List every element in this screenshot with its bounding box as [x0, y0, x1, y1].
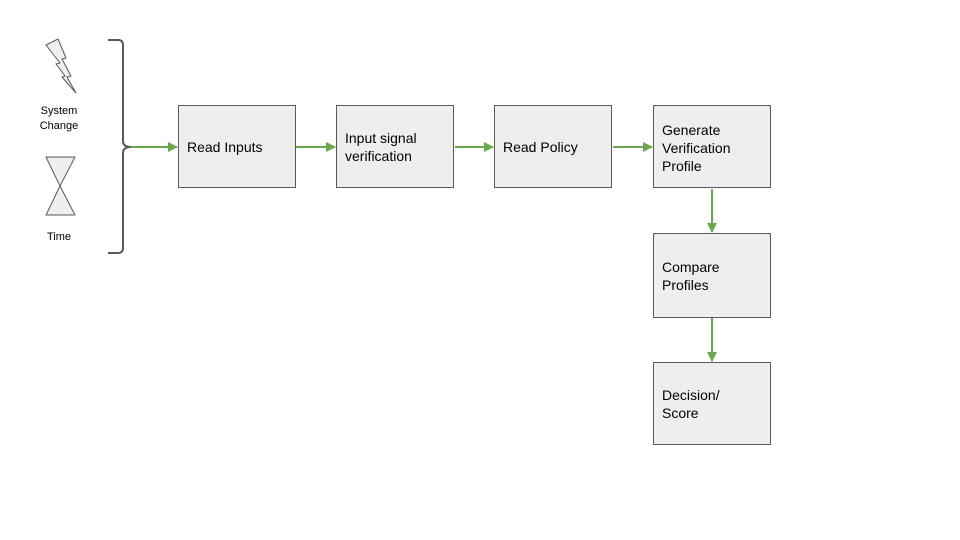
- read-policy-box[interactable]: Read Policy: [494, 105, 612, 188]
- input-signal-verification-box[interactable]: Input signal verification: [336, 105, 454, 188]
- read-inputs-box[interactable]: Read Inputs: [178, 105, 296, 188]
- system-change-label: System Change: [39, 105, 79, 132]
- hourglass-icon: [45, 156, 76, 216]
- decision-score-box[interactable]: Decision/ Score: [653, 362, 771, 445]
- grouping-bracket: [108, 39, 132, 254]
- generate-verification-profile-box[interactable]: Generate Verification Profile: [653, 105, 771, 188]
- lightning-bolt-icon: [45, 38, 77, 94]
- time-label: Time: [46, 231, 72, 243]
- compare-profiles-box[interactable]: Compare Profiles: [653, 233, 771, 318]
